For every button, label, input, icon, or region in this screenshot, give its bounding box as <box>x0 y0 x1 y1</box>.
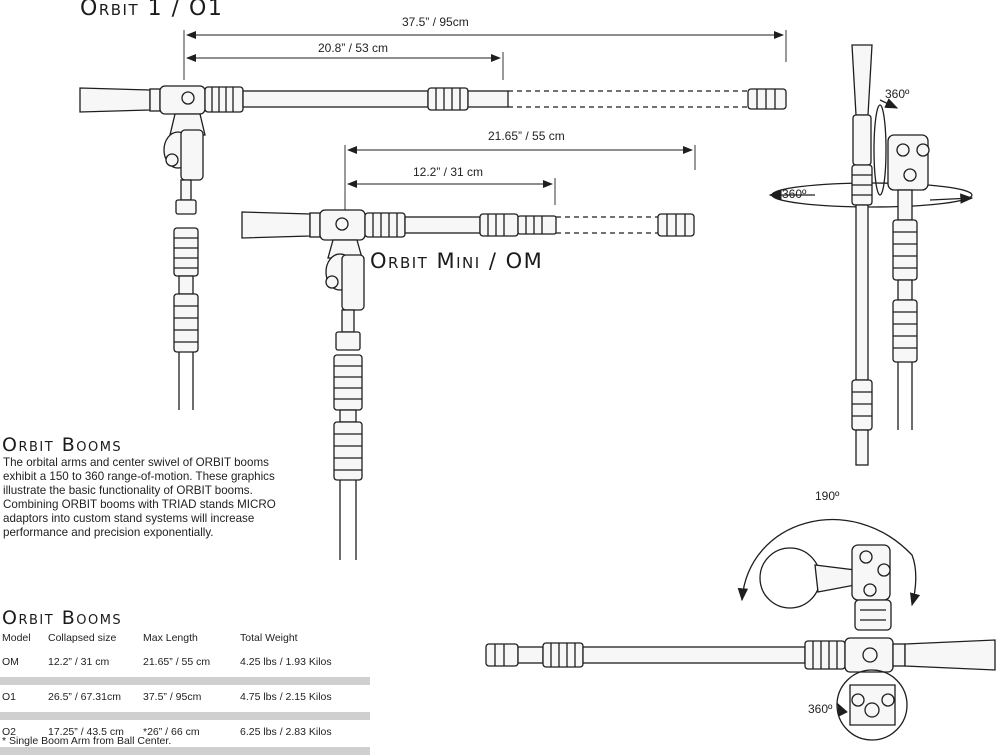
horizontal-rotation-label: 360º <box>782 187 807 201</box>
bottom-rotation-diagram <box>485 637 996 741</box>
table-stripe <box>0 747 370 755</box>
description-title: Orbit Booms <box>2 434 123 456</box>
bottom-handle <box>904 639 996 671</box>
arc-190-path <box>737 519 921 607</box>
o1-main-tube <box>242 90 429 108</box>
table-row: OM 12.2” / 31 cm 21.65” / 55 cm 4.25 lbs… <box>0 650 370 677</box>
arc-ring-end <box>759 547 821 609</box>
cell-max-length: *26” / 66 cm <box>143 726 200 738</box>
table-title: Orbit Booms <box>2 607 123 629</box>
cell-model: O2 <box>2 726 17 738</box>
table-stripe <box>0 677 370 685</box>
vertical-boom-end <box>855 429 869 466</box>
vertical-boom-tube <box>855 204 869 381</box>
description-body: The orbital arms and center swivel of OR… <box>3 456 276 539</box>
o1-stand-rings-2 <box>173 293 199 353</box>
o1-grip-rings <box>204 86 244 113</box>
cell-max-length: 37.5” / 95cm <box>143 691 202 703</box>
cell-collapsed: 17.25” / 43.5 cm <box>48 726 124 738</box>
om-handle <box>241 211 311 239</box>
bottom-main-tube <box>582 646 806 664</box>
vertical-lower-rings <box>851 379 873 431</box>
vertical-swivel-head <box>887 134 929 191</box>
arc-rotation-diagram <box>737 519 921 631</box>
o1-stand-tube <box>178 275 194 295</box>
o1-adapter <box>180 129 204 181</box>
om-collapsed-length-label: 12.2” / 31 cm <box>413 165 483 179</box>
om-grip-rings <box>364 212 406 238</box>
cell-collapsed: 12.2” / 31 cm <box>48 656 110 668</box>
orbit-mini-title: Orbit Mini / OM <box>370 249 544 273</box>
vertical-rotation-diagram <box>768 44 974 466</box>
bottom-grip-rings <box>804 640 846 670</box>
vertical-stand-rings <box>892 219 918 363</box>
bottom-mid-rings <box>542 642 584 668</box>
header-weight: Total Weight <box>240 632 298 644</box>
o1-stem <box>180 179 192 201</box>
table-row: O2 17.25” / 43.5 cm *26” / 66 cm 6.25 lb… <box>0 720 370 747</box>
table-stripe <box>0 712 370 720</box>
orbit-one-diagram <box>79 30 787 410</box>
o1-mid-rings <box>427 87 469 111</box>
table-row: O1 26.5” / 67.31cm 37.5” / 95cm 4.75 lbs… <box>0 685 370 712</box>
vertical-collar-rings <box>851 164 873 206</box>
om-handle-collar <box>309 212 321 238</box>
o1-inner-tube <box>467 90 509 108</box>
o1-collapsed-length-label: 20.8” / 53 cm <box>318 41 388 55</box>
cell-model: OM <box>2 656 19 668</box>
om-end-cap <box>657 213 695 237</box>
cell-model: O1 <box>2 691 17 703</box>
vertical-rotation-label: 360º <box>885 87 910 101</box>
cell-max-length: 21.65” / 55 cm <box>143 656 211 668</box>
cell-weight: 4.75 lbs / 2.15 Kilos <box>240 691 332 703</box>
o1-handle <box>79 87 151 113</box>
om-mid-rings <box>479 213 557 237</box>
orbit-mini-diagram <box>241 145 696 560</box>
vertical-rotation-disc <box>873 104 887 196</box>
header-collapsed: Collapsed size <box>48 632 117 644</box>
header-model: Model <box>2 632 31 644</box>
cell-collapsed: 26.5” / 67.31cm <box>48 691 121 703</box>
o1-ball-knob <box>165 153 179 167</box>
o1-max-length-label: 37.5” / 95cm <box>402 15 469 29</box>
o1-clamp-knob <box>181 91 195 105</box>
o1-stand-rings-1 <box>173 199 199 277</box>
orbit-one-title: Orbit 1 / O1 <box>80 0 224 21</box>
om-main-tube <box>404 216 481 234</box>
table-footnote: * Single Boom Arm from Ball Center. <box>2 735 172 747</box>
o1-end-cap <box>747 88 787 110</box>
vertical-handle <box>851 44 873 116</box>
bottom-rotation-circle <box>836 669 908 741</box>
om-max-length-label: 21.65” / 55 cm <box>488 129 565 143</box>
bottom-rotation-label: 360º <box>808 702 833 716</box>
om-stand-rings <box>333 331 363 481</box>
bottom-end-cap <box>485 643 519 667</box>
arc-rotation-label: 190º <box>815 489 840 503</box>
table-header-row: Model Collapsed size Max Length Total We… <box>0 630 370 650</box>
header-max-length: Max Length <box>143 632 198 644</box>
o1-handle-collar <box>149 88 161 112</box>
cell-weight: 6.25 lbs / 2.83 Kilos <box>240 726 332 738</box>
cell-weight: 4.25 lbs / 1.93 Kilos <box>240 656 332 668</box>
